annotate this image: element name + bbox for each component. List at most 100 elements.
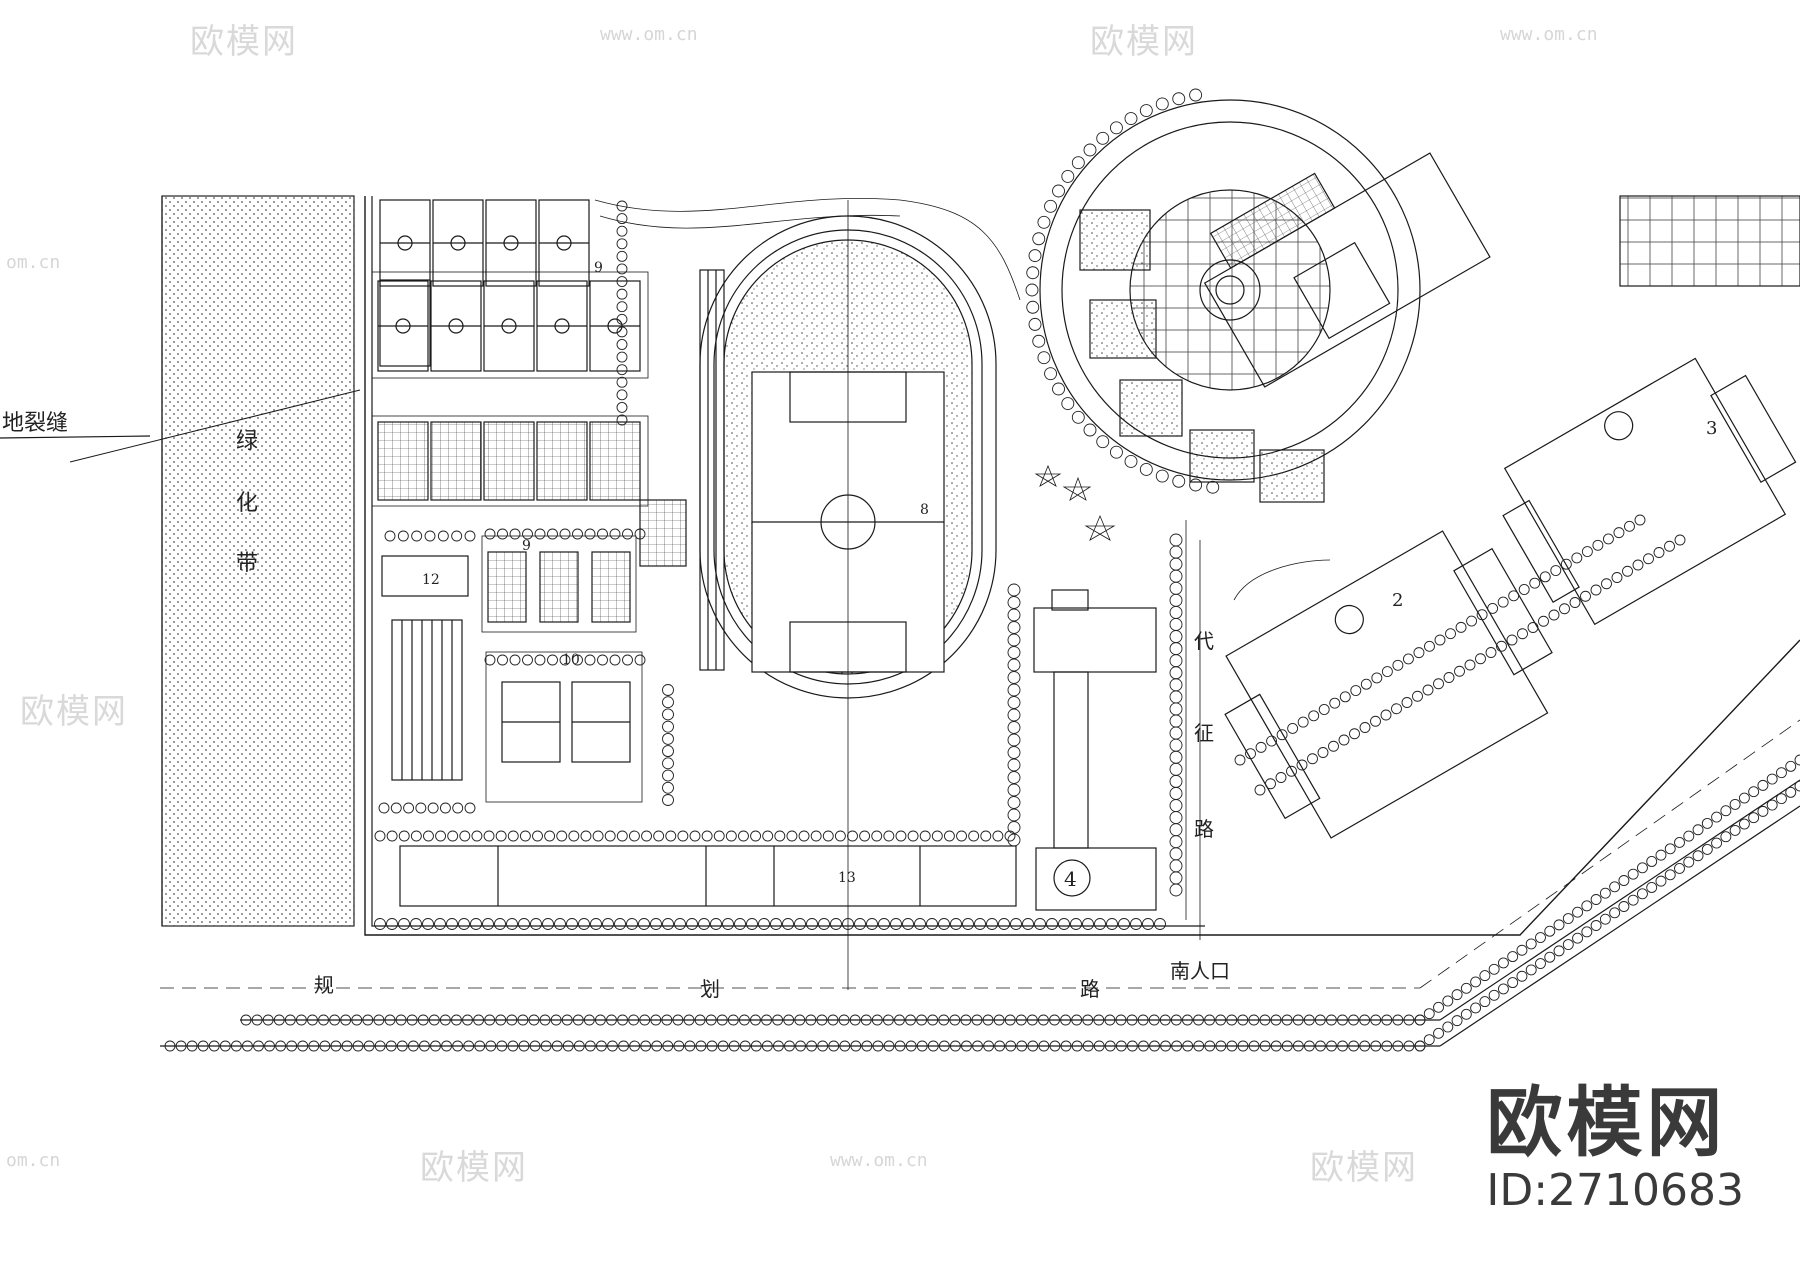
tree — [616, 351, 628, 363]
tree — [1392, 1014, 1404, 1026]
tree — [518, 1040, 530, 1052]
tree — [483, 830, 495, 842]
tree — [1497, 957, 1509, 969]
tree — [902, 918, 914, 930]
tree — [286, 1040, 298, 1052]
tree — [1339, 691, 1351, 703]
tree — [451, 530, 463, 542]
tree — [1005, 1040, 1017, 1052]
tree — [971, 1014, 983, 1026]
tree — [1380, 709, 1392, 721]
tree — [1007, 696, 1021, 709]
tree — [1007, 683, 1021, 697]
tree — [1169, 714, 1183, 728]
tree — [916, 1040, 928, 1052]
tree — [822, 830, 834, 842]
tree — [418, 1040, 430, 1052]
tree — [580, 830, 592, 842]
tree — [662, 732, 674, 745]
tree — [894, 1040, 906, 1052]
tree — [1169, 642, 1183, 656]
tree — [509, 528, 521, 540]
tree — [1562, 913, 1574, 924]
tree — [1371, 672, 1383, 684]
tree — [1674, 836, 1685, 848]
tree — [307, 1014, 318, 1026]
tree — [1265, 778, 1276, 790]
tree — [713, 830, 725, 842]
tree — [1071, 1014, 1083, 1026]
tree — [1007, 771, 1021, 784]
tree — [430, 1040, 441, 1052]
tree — [219, 1040, 231, 1052]
label-green-belt-1: 绿 — [236, 429, 258, 454]
tree — [396, 1040, 408, 1052]
tree — [434, 918, 446, 930]
tree — [616, 313, 628, 325]
tree — [390, 802, 402, 814]
tree — [1061, 169, 1075, 183]
tree — [1032, 334, 1046, 348]
tree — [1007, 821, 1021, 834]
watermark-url: www.om.cn — [830, 1150, 928, 1171]
tree — [1052, 382, 1065, 396]
tree — [772, 1040, 784, 1052]
tree-rows — [164, 88, 1800, 1052]
tree — [706, 1040, 718, 1052]
tree — [1007, 783, 1021, 797]
tree — [1581, 546, 1593, 558]
tree — [728, 1040, 740, 1052]
tree — [1559, 603, 1570, 615]
tree — [518, 918, 530, 930]
fault-line — [0, 435, 151, 439]
watermark-url: om.cn — [6, 252, 61, 273]
tree — [584, 654, 596, 666]
tree — [1451, 989, 1463, 1001]
tree — [385, 1040, 397, 1052]
tree — [816, 1014, 828, 1026]
tree — [1592, 539, 1604, 551]
tree — [1602, 533, 1614, 545]
tree — [859, 830, 871, 842]
tree — [584, 1040, 596, 1052]
tree — [651, 1040, 663, 1052]
tree — [494, 918, 506, 930]
tree — [861, 1040, 873, 1052]
tree — [1303, 1014, 1315, 1026]
tree — [614, 918, 626, 930]
label-building-2: 2 — [1392, 590, 1403, 611]
tree — [352, 1040, 364, 1052]
tree — [1169, 750, 1183, 764]
tree — [883, 1040, 895, 1052]
tree — [1609, 907, 1621, 919]
tree — [374, 830, 386, 842]
tree — [1115, 1040, 1127, 1052]
tree — [1215, 1040, 1227, 1052]
tree — [439, 1014, 451, 1026]
tree — [1169, 605, 1183, 619]
tree — [842, 918, 854, 930]
brand-block: 欧模网 ID:2710683 — [1486, 1080, 1744, 1216]
tree — [362, 1014, 374, 1026]
tree — [572, 1014, 584, 1026]
tree — [1634, 514, 1646, 526]
tree — [622, 528, 633, 540]
label-area-13: 13 — [838, 870, 856, 886]
tree — [1692, 824, 1704, 836]
label-area-8: 8 — [920, 502, 929, 518]
tree — [1590, 584, 1602, 596]
tree — [698, 918, 710, 930]
tree — [1026, 1014, 1038, 1026]
tree — [1169, 883, 1183, 897]
drawing-id: ID:2710683 — [1486, 1165, 1744, 1216]
tree — [1266, 735, 1278, 747]
tree — [1460, 982, 1472, 994]
tree — [1757, 779, 1769, 791]
tree — [689, 830, 701, 842]
tree — [782, 918, 794, 930]
tree — [725, 830, 737, 842]
tree — [1206, 480, 1220, 494]
tree — [641, 830, 652, 842]
tree — [1701, 817, 1713, 829]
